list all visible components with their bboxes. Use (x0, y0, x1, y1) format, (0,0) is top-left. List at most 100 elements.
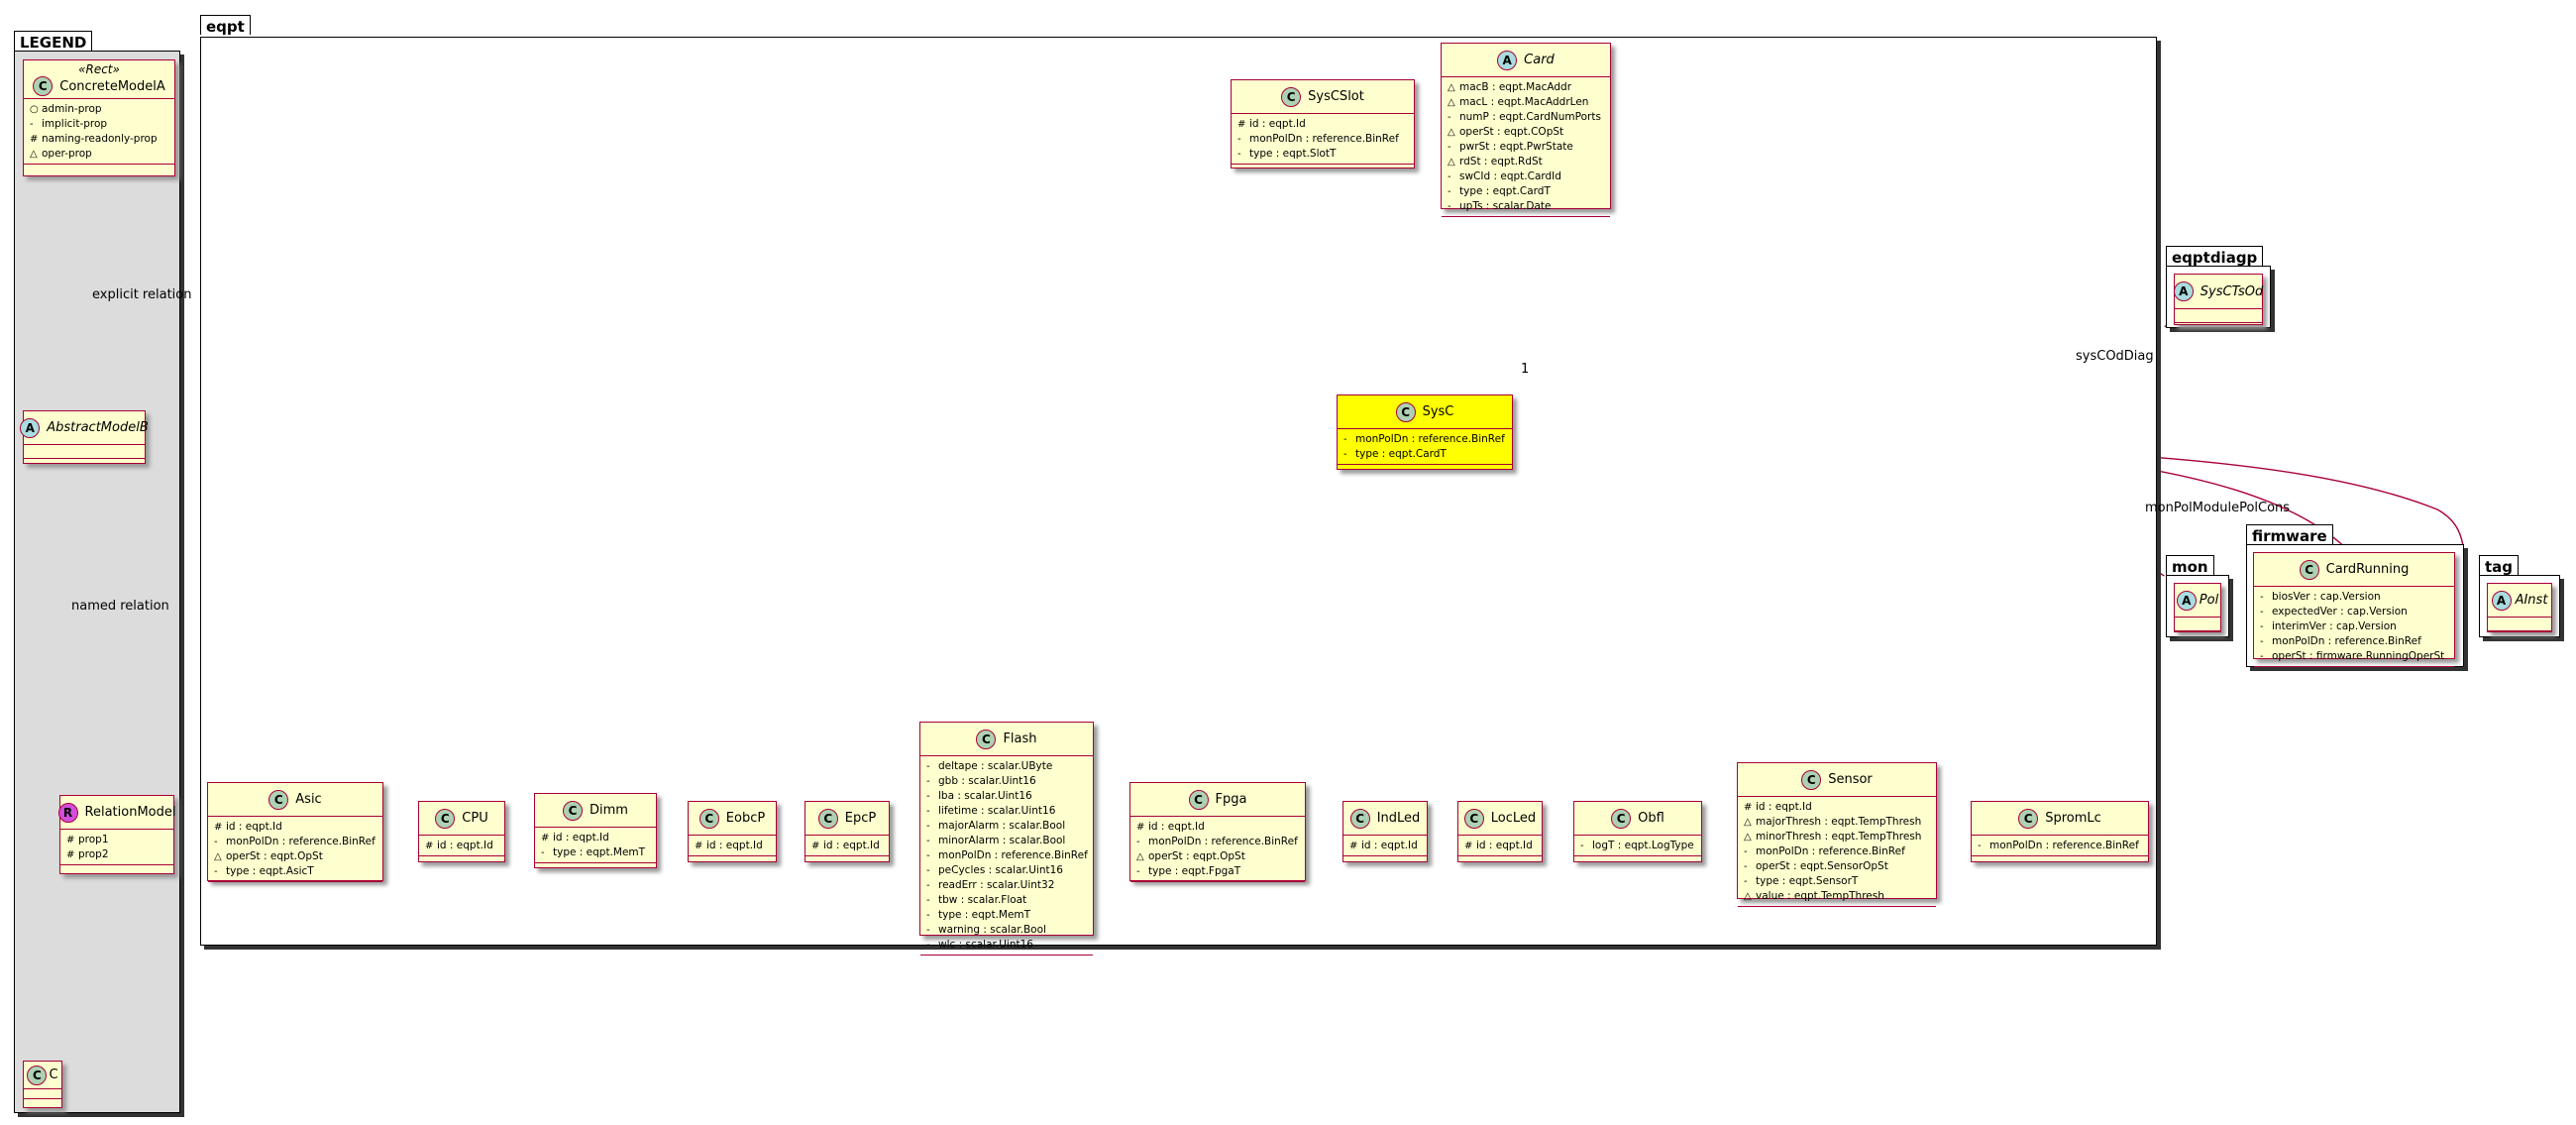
class-ainst[interactable]: A AInst (2487, 583, 2552, 632)
attribute: -type : eqpt.CardT (1448, 185, 1551, 197)
class-name: EobcP (725, 811, 766, 826)
class-c-icon: C (435, 808, 456, 829)
class-name: RelationModel (84, 805, 176, 820)
attribute: -type : eqpt.FpgaT (1136, 865, 1241, 877)
class-pol[interactable]: A Pol (2174, 583, 2221, 632)
attribute: #id : eqpt.Id (1237, 118, 1306, 130)
multiplicity-label: 1 (1521, 362, 1530, 377)
class-c-icon: C (27, 1065, 48, 1085)
class-c-icon: C (976, 729, 997, 749)
class-name: ConcreteModelA (59, 78, 165, 94)
attribute: -peCycles : scalar.Uint16 (926, 864, 1063, 876)
class-abstract-model-b[interactable]: A AbstractModelB (20, 410, 149, 464)
attribute: #id : eqpt.Id (541, 832, 609, 844)
stereotype-label: «Rect» (78, 62, 120, 76)
class-name: Sensor (1828, 772, 1873, 787)
attribute: #id : eqpt.Id (214, 821, 282, 833)
class-c-icon: C (2018, 808, 2039, 829)
class-locled[interactable]: C LocLed #id : eqpt.Id (1457, 801, 1543, 862)
class-relation-model[interactable]: R RelationModel #prop1 #prop2 (57, 795, 176, 874)
class-c-icon: C (1349, 808, 1370, 829)
class-name: Card (1524, 53, 1555, 67)
attribute: -type : eqpt.SlotT (1237, 148, 1337, 160)
class-c-icon: C (1801, 769, 1822, 790)
class-indled[interactable]: C IndLed #id : eqpt.Id (1342, 801, 1428, 862)
attribute: #id : eqpt.Id (811, 840, 880, 851)
firmware-package-tab: firmware (2246, 524, 2333, 545)
attribute: -monPolDn : reference.BinRef (1978, 840, 2139, 851)
attribute: △minorThresh : eqpt.TempThresh (1744, 831, 1922, 843)
class-flash[interactable]: C Flash -deltape : scalar.UByte -gbb : s… (919, 722, 1094, 956)
class-cpu[interactable]: C CPU #id : eqpt.Id (418, 801, 505, 862)
class-fpga[interactable]: C Fpga #id : eqpt.Id -monPolDn : referen… (1129, 782, 1306, 882)
class-name: EpcP (844, 811, 877, 826)
class-epcp[interactable]: C EpcP #id : eqpt.Id (805, 801, 890, 862)
attribute: -operSt : firmware.RunningOperSt (2260, 650, 2445, 662)
class-spromlc[interactable]: C SpromLc -monPolDn : reference.BinRef (1971, 801, 2149, 862)
class-sysc[interactable]: C SysC -monPolDn : reference.BinRef -typ… (1337, 394, 1513, 470)
class-eobcp[interactable]: C EobcP #id : eqpt.Id (688, 801, 777, 862)
attribute: -implicit-prop (30, 118, 108, 130)
class-name: IndLed (1376, 811, 1421, 826)
class-cardrunning[interactable]: C CardRunning -biosVer : cap.Version -ex… (2253, 552, 2455, 667)
abstract-class-icon: A (2173, 281, 2194, 301)
attribute: #prop2 (66, 848, 109, 860)
explicit-relation-label: explicit relation (92, 287, 192, 302)
attribute: -type : eqpt.AsicT (214, 865, 314, 877)
mon-pol-module-pol-cons-label: monPolModulePolCons (2145, 501, 2291, 515)
attribute: #id : eqpt.Id (425, 840, 493, 851)
class-concrete-model-a[interactable]: «Rect» C ConcreteModelA ○admin-prop -imp… (23, 59, 175, 176)
class-c-icon: C (817, 808, 838, 829)
attribute: #id : eqpt.Id (1464, 840, 1533, 851)
legend-package-tab: LEGEND (14, 31, 93, 52)
class-dimm[interactable]: C Dimm #id : eqpt.Id -type : eqpt.MemT (534, 793, 657, 868)
attribute: #id : eqpt.Id (695, 840, 763, 851)
named-relation-label: named relation (71, 599, 169, 614)
class-name: LocLed (1490, 811, 1537, 826)
class-name: SysCTsOd (2200, 283, 2264, 299)
attribute: -interimVer : cap.Version (2260, 620, 2397, 632)
attribute: -logT : eqpt.LogType (1580, 840, 1694, 851)
class-c-icon: C (1611, 808, 1632, 829)
class-name: C (49, 1068, 58, 1082)
legend-package (14, 51, 180, 1113)
attribute: △majorThresh : eqpt.TempThresh (1744, 816, 1922, 828)
class-name: SysC (1422, 404, 1454, 419)
attribute: -type : eqpt.MemT (541, 846, 646, 858)
class-card[interactable]: A Card △macB : eqpt.MacAddr △macL : eqpt… (1441, 43, 1611, 217)
attribute: △macL : eqpt.MacAddrLen (1448, 96, 1589, 108)
class-obfl[interactable]: C Obfl -logT : eqpt.LogType (1573, 801, 1702, 862)
class-name: Pol (2199, 593, 2219, 608)
class-name: SysCSlot (1308, 89, 1364, 104)
abstract-class-icon: A (2176, 590, 2197, 611)
tag-package-tab: tag (2479, 555, 2520, 576)
class-c-icon: C (2299, 559, 2319, 580)
class-sysctsod[interactable]: A SysCTsOd (2173, 274, 2264, 325)
class-c-icon: C (1188, 789, 1209, 810)
class-syscslot[interactable]: C SysCSlot #id : eqpt.Id -monPolDn : ref… (1231, 79, 1415, 169)
abstract-class-icon: A (2491, 590, 2512, 611)
eqpt-package-tab: eqpt (200, 15, 251, 36)
attribute: -tbw : scalar.Float (926, 894, 1027, 906)
attribute: △operSt : eqpt.COpSt (1448, 126, 1564, 138)
class-name: Fpga (1215, 792, 1247, 807)
class-sensor[interactable]: C Sensor #id : eqpt.Id △majorThresh : eq… (1737, 762, 1937, 907)
attribute: △rdSt : eqpt.RdSt (1448, 156, 1543, 168)
attribute: -monPolDn : reference.BinRef (1744, 845, 1905, 857)
attribute: -swCId : eqpt.CardId (1448, 170, 1561, 182)
attribute: #id : eqpt.Id (1136, 821, 1205, 833)
attribute: -warning : scalar.Bool (926, 924, 1046, 936)
class-name: Dimm (590, 803, 628, 818)
class-c[interactable]: C C (23, 1061, 62, 1108)
attribute: -monPolDn : reference.BinRef (2260, 635, 2421, 647)
attribute: -biosVer : cap.Version (2260, 591, 2381, 603)
class-name: AbstractModelB (47, 420, 149, 435)
attribute: -monPolDn : reference.BinRef (1136, 836, 1298, 847)
attribute: △value : eqpt.TempThresh (1744, 890, 1884, 902)
class-name: Asic (295, 792, 322, 807)
class-c-icon: C (1463, 808, 1484, 829)
attribute: △operSt : eqpt.OpSt (214, 850, 323, 862)
class-asic[interactable]: C Asic #id : eqpt.Id -monPolDn : referen… (207, 782, 383, 882)
class-name: CardRunning (2325, 562, 2410, 577)
attribute: -lba : scalar.Uint16 (926, 790, 1032, 802)
